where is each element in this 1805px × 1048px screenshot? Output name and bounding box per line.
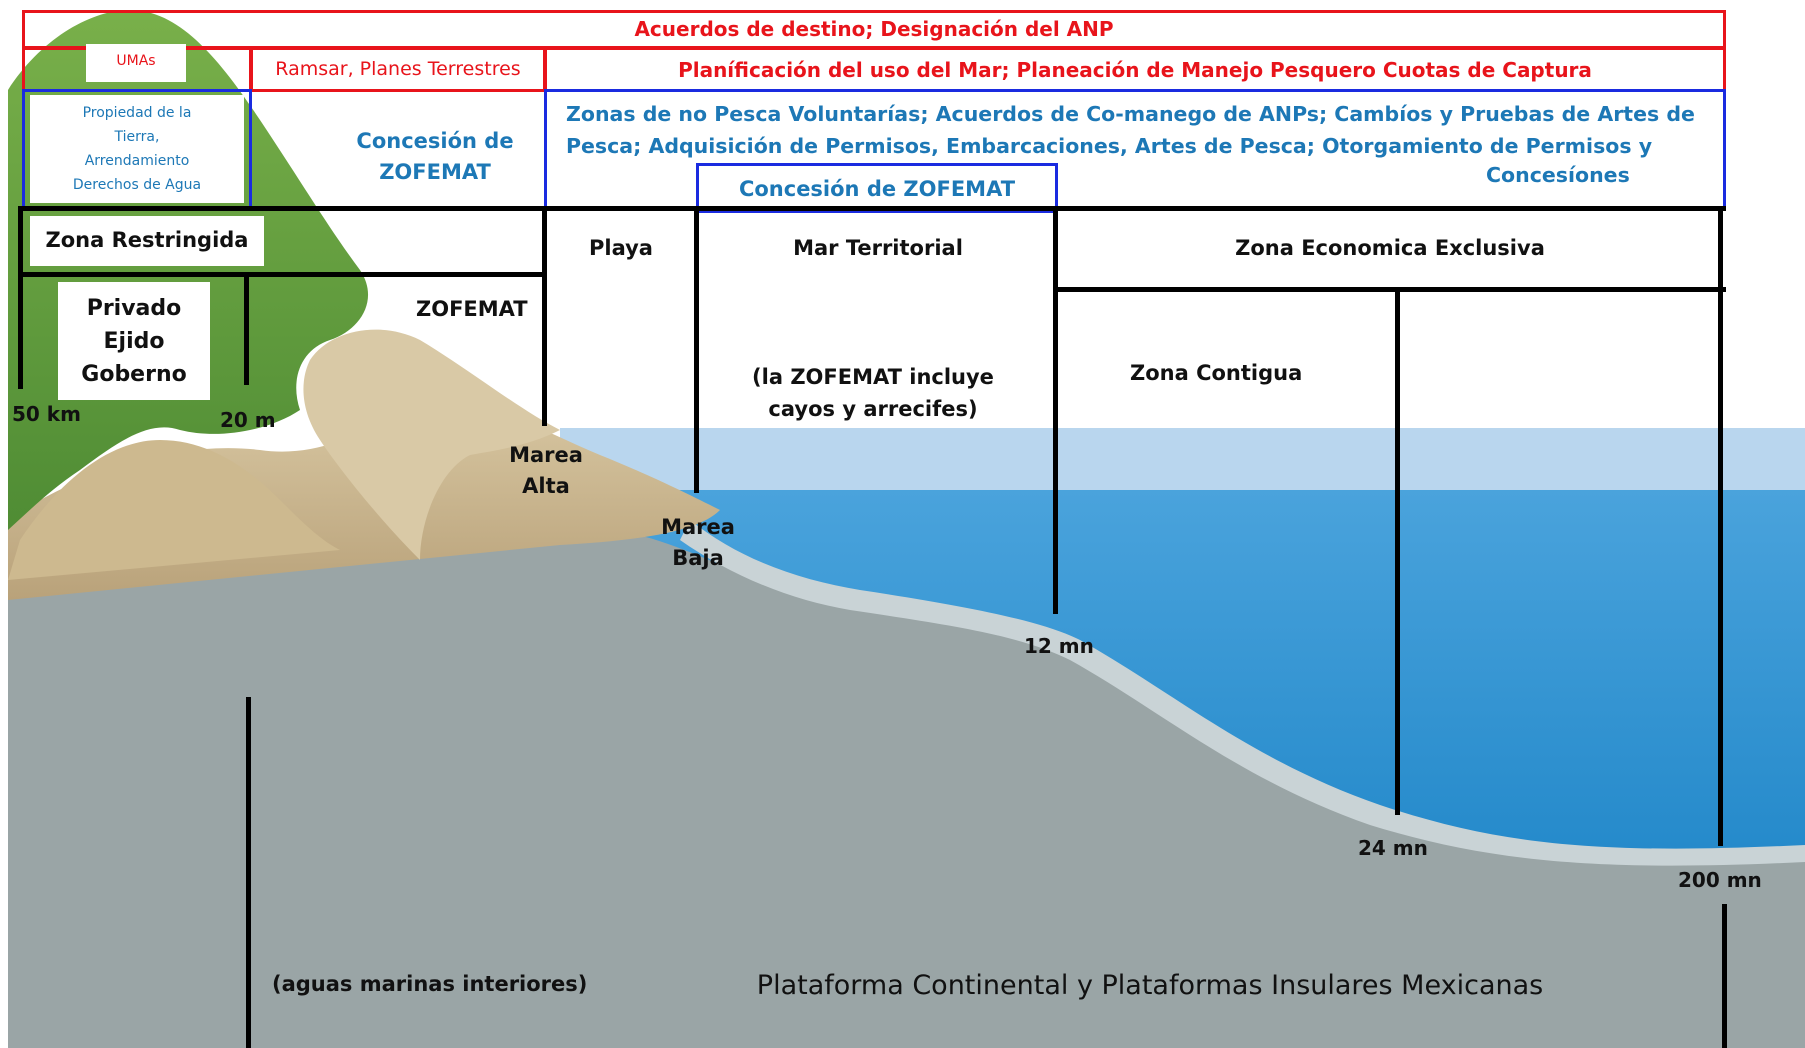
- privado-bg: [58, 282, 210, 400]
- 200mn-label: 200 mn: [1678, 868, 1762, 892]
- zona-restringida-label: Zona Restringida: [45, 228, 249, 252]
- ramsar-label: Ramsar, Planes Terrestres: [275, 58, 521, 80]
- propiedad-label: Propiedad de la Tierra, Arrendamiento De…: [72, 105, 202, 193]
- propiedad-bg: [30, 95, 244, 203]
- line-marea-alta: [542, 206, 547, 426]
- black-top-line: [20, 206, 1726, 211]
- line-aguas-interiores: [246, 697, 251, 1048]
- marea-alta-label: Marea Alta: [509, 443, 583, 498]
- line-24mn: [1395, 287, 1400, 815]
- line-20m: [244, 272, 249, 385]
- concesion-zofemat-left-label: Concesión de ZOFEMAT: [356, 129, 514, 184]
- acuerdos-label: Acuerdos de destino; Designación del ANP: [634, 17, 1114, 41]
- 50km-label: 50 km: [12, 402, 81, 426]
- zofemat-incluye-label: (la ZOFEMAT incluye cayos y arrecifes): [752, 365, 994, 421]
- seafloor: [8, 528, 1805, 1048]
- 20m-label: 20 m: [220, 408, 276, 432]
- zona-restringida-line: [20, 272, 546, 277]
- concesiones-label: Concesíones: [1486, 163, 1630, 187]
- concesion-zofemat-center-box: [696, 163, 1058, 213]
- 24mn-label: 24 mn: [1358, 836, 1428, 860]
- umas-bg: [86, 44, 186, 82]
- hill-sand: [8, 440, 340, 580]
- marea-baja-label: Marea Baja: [661, 515, 735, 570]
- umas-label: UMAs: [116, 53, 156, 69]
- zona-contigua-label: Zona Contigua: [1130, 361, 1303, 385]
- planificacion-label: Planíficación del uso del Mar; Planeació…: [678, 58, 1592, 82]
- line-12mn: [1053, 206, 1058, 614]
- zonas-pesca-label: Zonas de no Pesca Voluntarías; Acuerdos …: [566, 102, 1695, 158]
- line-200mn-lower: [1722, 904, 1727, 1048]
- line-marea-baja: [694, 206, 699, 493]
- line-200mn: [1718, 206, 1723, 846]
- plataforma-label: Plataforma Continental y Plataformas Ins…: [756, 970, 1544, 1001]
- playa-label: Playa: [589, 236, 653, 260]
- zofemat-label: ZOFEMAT: [416, 297, 528, 321]
- 12mn-label: 12 mn: [1024, 634, 1094, 658]
- cliff: [303, 329, 560, 560]
- mar-territorial-label: Mar Territorial: [793, 236, 963, 260]
- aguas-interiores-label: (aguas marinas interiores): [272, 972, 588, 996]
- concesion-zofemat-center-label: Concesión de ZOFEMAT: [738, 177, 1016, 201]
- line-50km: [18, 206, 23, 389]
- sea-surface-band: [560, 428, 1805, 498]
- zona-restringida-bg: [30, 216, 264, 266]
- zee-label: Zona Economica Exclusiva: [1235, 236, 1545, 260]
- zee-line: [1055, 287, 1726, 292]
- privado-label: Privado Ejido Goberno: [81, 296, 187, 387]
